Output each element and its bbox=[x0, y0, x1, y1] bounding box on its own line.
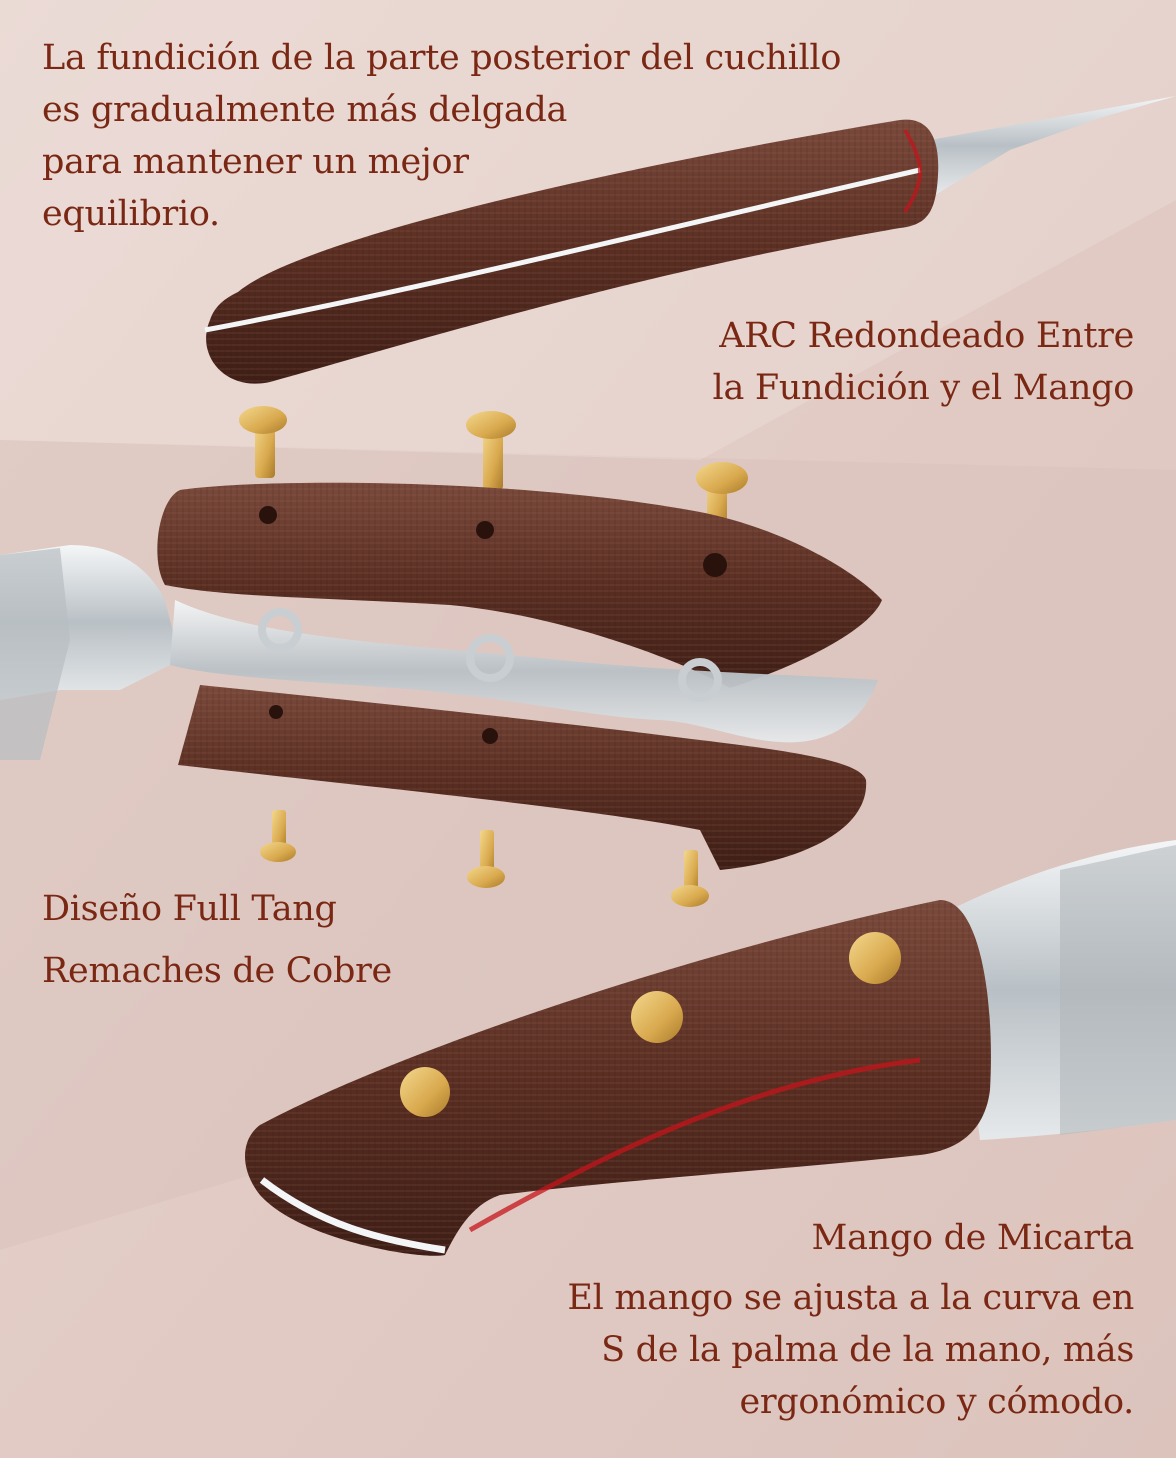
caption-balance-line4: equilibrio. bbox=[42, 194, 220, 234]
caption-arc-line2: la Fundición y el Mango bbox=[712, 368, 1135, 408]
caption-handle: Mango de Micarta El mango se ajusta a la… bbox=[567, 1212, 1134, 1428]
rivet-head-3 bbox=[400, 1067, 450, 1117]
caption-handle-line3: ergonómico y cómodo. bbox=[739, 1382, 1134, 1422]
caption-tang-line2: Remaches de Cobre bbox=[42, 951, 392, 991]
rivet-bottom-2 bbox=[467, 830, 505, 888]
rivet-bottom-3 bbox=[671, 850, 709, 907]
assembled-handle bbox=[245, 840, 1176, 1256]
caption-balance-line3: para mantener un mejor bbox=[42, 142, 469, 182]
blade-bolster-left bbox=[0, 545, 180, 760]
rivet-top-2 bbox=[466, 411, 516, 490]
upper-scale bbox=[157, 482, 882, 688]
caption-handle-line1: El mango se ajusta a la curva en bbox=[567, 1278, 1134, 1318]
caption-balance-line1: La fundición de la parte posterior del c… bbox=[42, 38, 842, 78]
caption-balance-line2: es gradualmente más delgada bbox=[42, 90, 568, 130]
rivet-bottom-1 bbox=[260, 810, 296, 862]
rivet-head-1 bbox=[849, 932, 901, 984]
rivet-top-1 bbox=[239, 406, 287, 478]
caption-tang: Diseño Full Tang Remaches de Cobre bbox=[42, 878, 392, 1002]
caption-arc: ARC Redondeado Entre la Fundición y el M… bbox=[712, 310, 1135, 414]
caption-handle-title: Mango de Micarta bbox=[811, 1218, 1135, 1258]
rivet-head-2 bbox=[631, 991, 683, 1043]
caption-tang-line1: Diseño Full Tang bbox=[42, 889, 337, 929]
caption-balance: La fundición de la parte posterior del c… bbox=[42, 32, 841, 240]
lower-scale bbox=[178, 685, 867, 870]
steel-tang bbox=[170, 600, 878, 743]
caption-handle-line2: S de la palma de la mano, más bbox=[601, 1330, 1134, 1370]
handle-top-view bbox=[204, 96, 1176, 384]
caption-arc-line1: ARC Redondeado Entre bbox=[719, 316, 1134, 356]
